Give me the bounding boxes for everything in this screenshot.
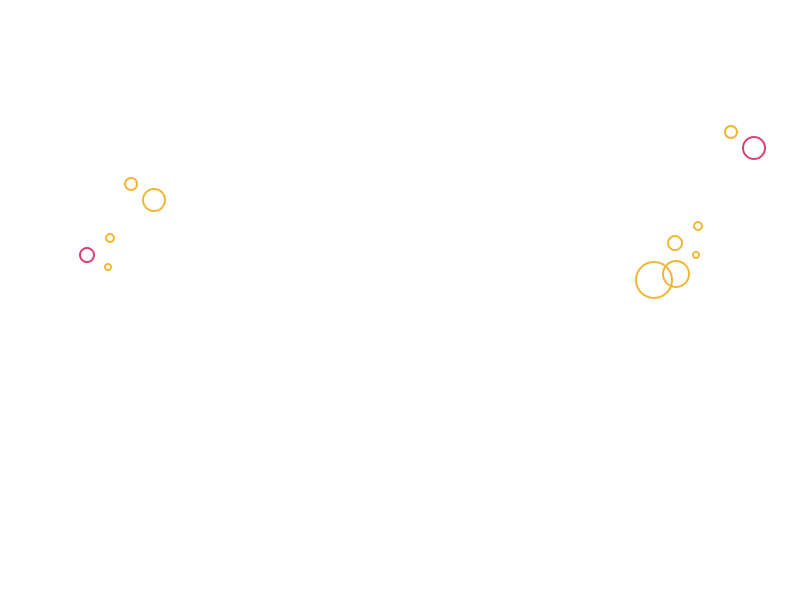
bubble-icon: [79, 247, 95, 263]
bubble-icon: [693, 221, 703, 231]
bubble-icon: [124, 177, 138, 191]
bubble-icon: [635, 261, 673, 299]
bubble-icon: [724, 125, 738, 139]
bubble-icon: [662, 260, 690, 288]
left-bubble-cluster: [79, 177, 166, 271]
bubble-icon: [142, 188, 166, 212]
bubble-icon: [742, 136, 766, 160]
bubble-icon: [692, 251, 700, 259]
bubble-icon: [667, 235, 683, 251]
bubble-icon: [105, 233, 115, 243]
bubble-icon: [104, 263, 112, 271]
right-bubble-cluster: [635, 125, 766, 299]
